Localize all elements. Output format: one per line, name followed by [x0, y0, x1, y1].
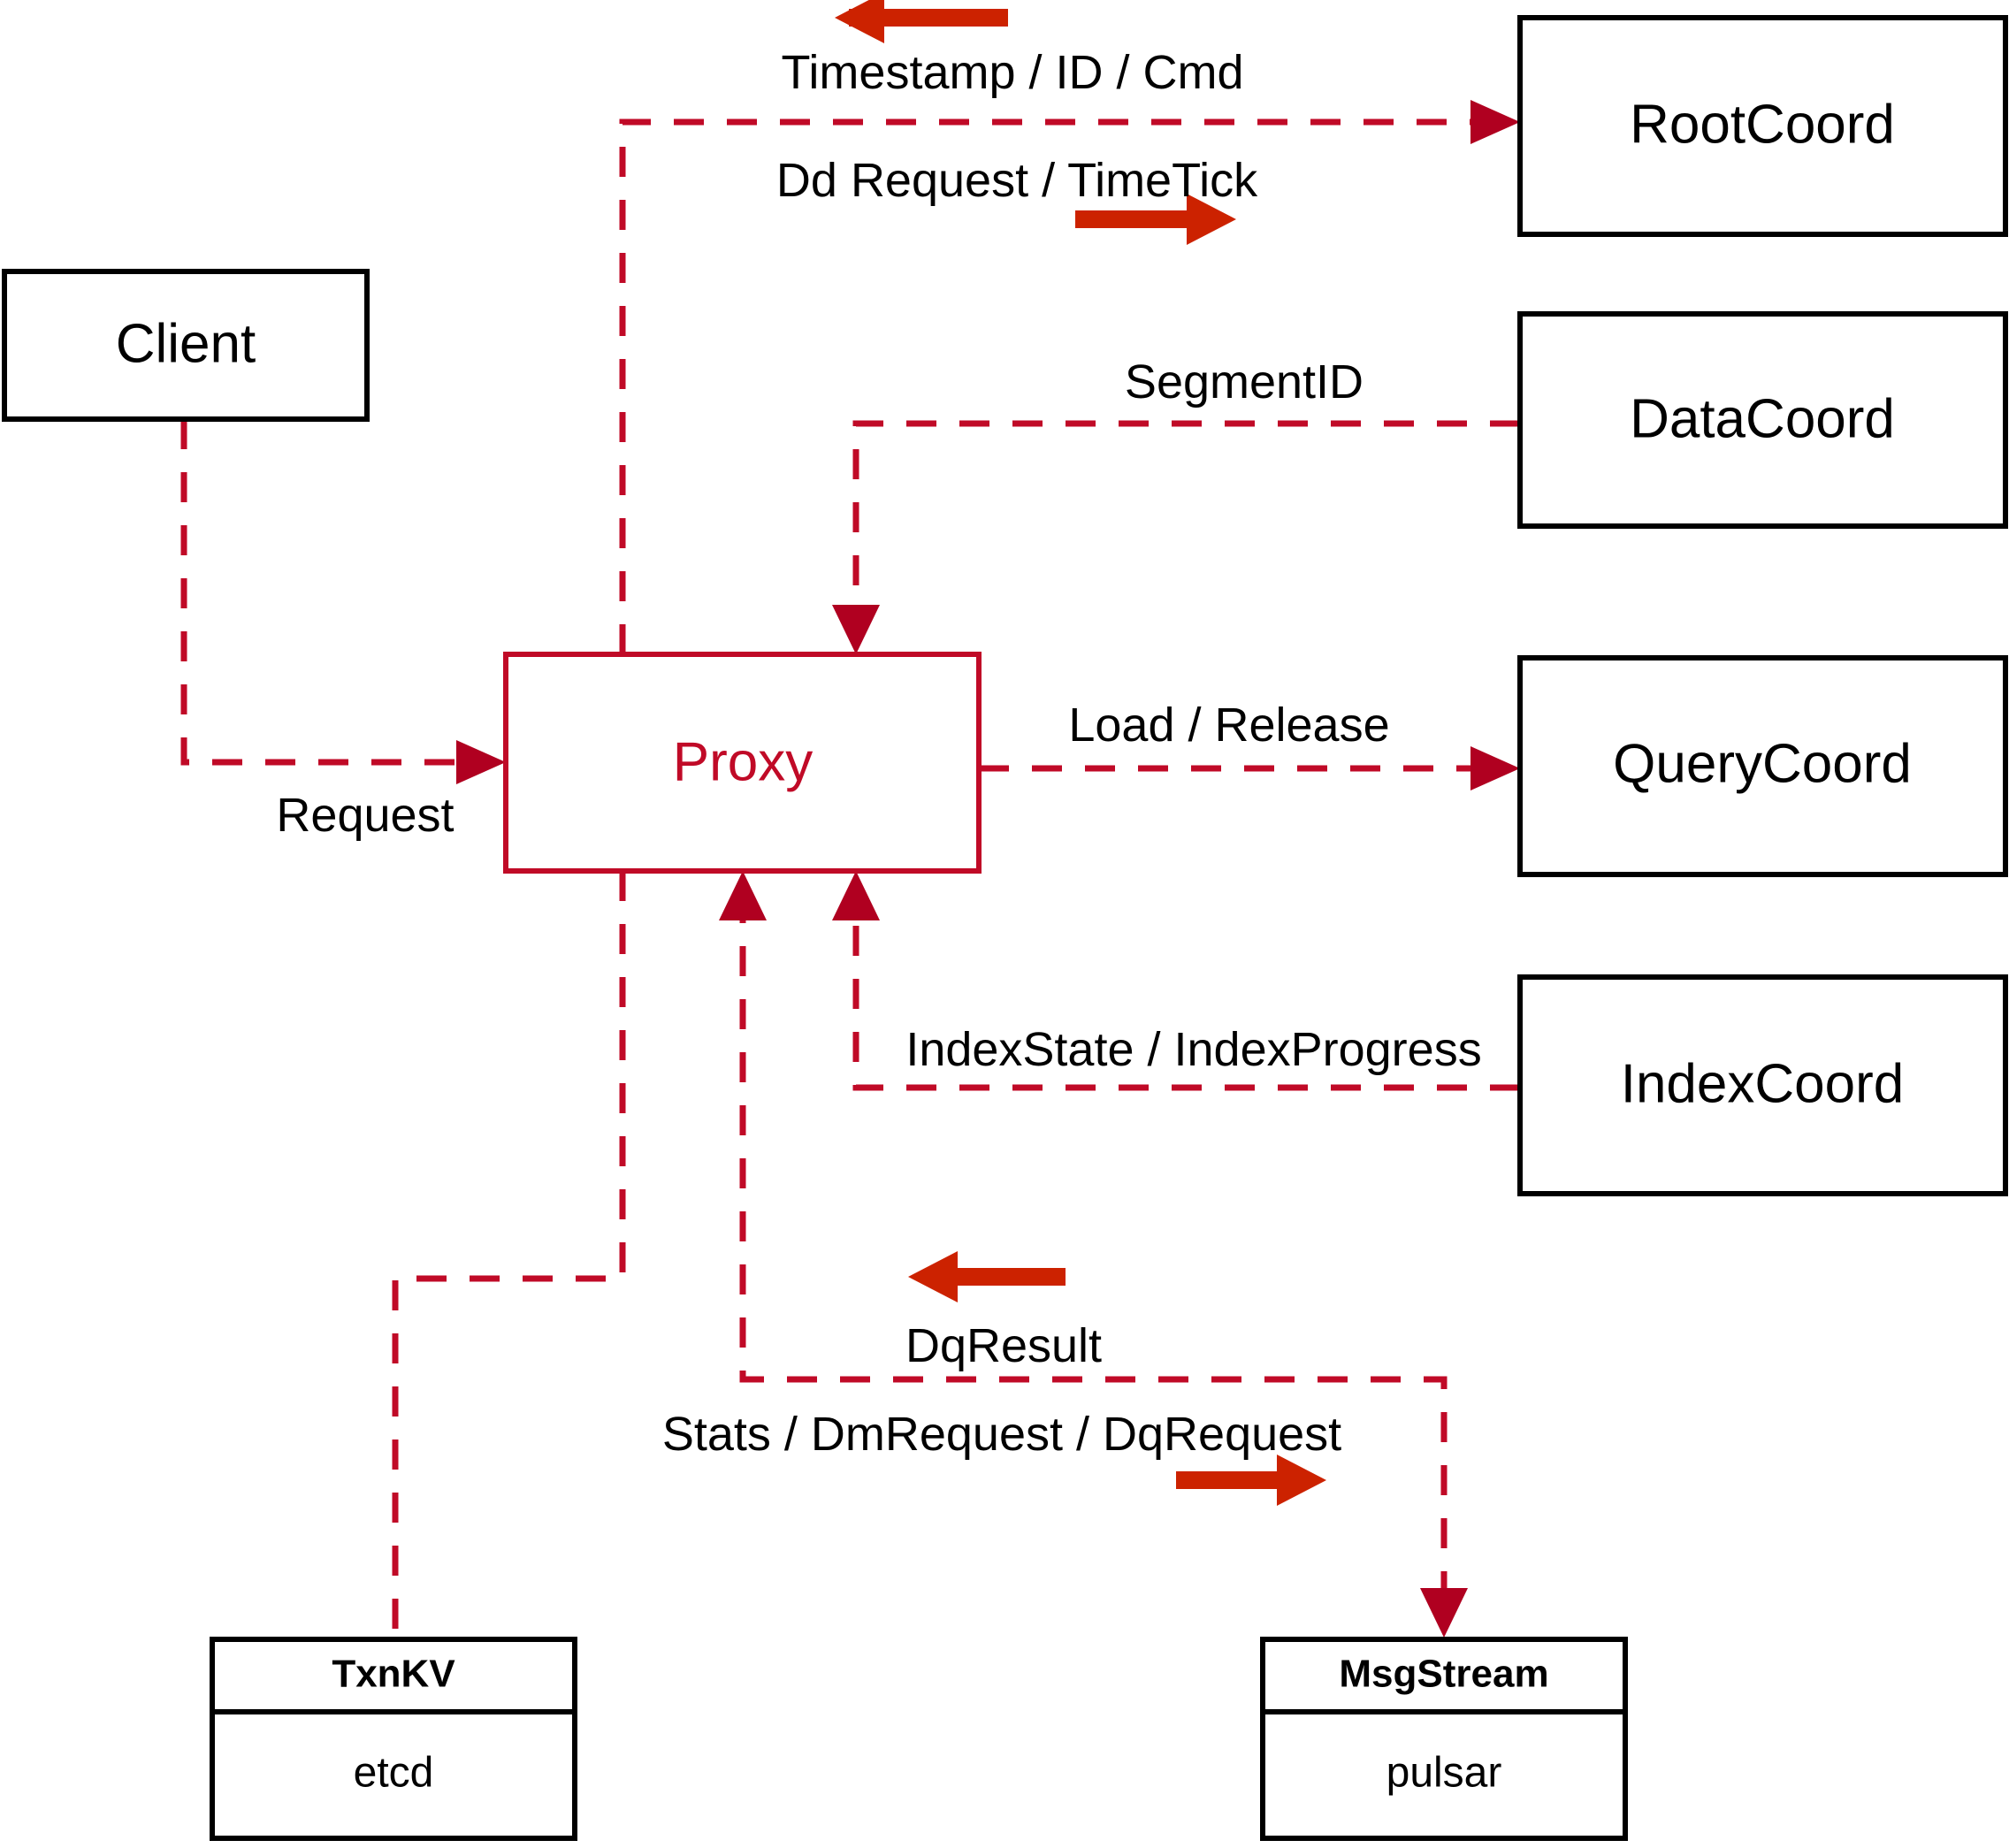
- edge-proxy-to-querycoord: [979, 746, 1520, 790]
- arrow-head-proxy-bottom-right: [832, 871, 880, 920]
- arrow-head-msgstream: [1420, 1588, 1468, 1638]
- direction-arrow-timestamp-left: [835, 0, 1008, 43]
- node-msgstream[interactable]: MsgStream pulsar: [1260, 1637, 1628, 1841]
- node-txnkv-label: TxnKV: [332, 1653, 455, 1696]
- edge-path: [852, 420, 1520, 634]
- edge-label-index-state-progress: IndexState / IndexProgress: [905, 1023, 1481, 1076]
- node-client[interactable]: Client: [2, 269, 370, 422]
- edge-label-stats-dm-dq: Stats / DmRequest / DqRequest: [662, 1408, 1341, 1461]
- direction-arrow-stats-right: [1176, 1455, 1326, 1506]
- edge-path: [739, 893, 1448, 1615]
- edge-path: [392, 871, 626, 1639]
- edge-label-dd-request-timetick: Dd Request / TimeTick: [776, 154, 1258, 207]
- edge-label-segment-id: SegmentID: [1125, 355, 1364, 409]
- edge-label-request: Request: [276, 789, 454, 842]
- edge-label-load-release: Load / Release: [1068, 699, 1389, 752]
- node-datacoord[interactable]: DataCoord: [1517, 311, 2008, 529]
- direction-arrow-ddrequest-right: [1075, 194, 1236, 245]
- node-proxy[interactable]: Proxy: [503, 652, 982, 874]
- edge-path: [619, 118, 1503, 654]
- edge-proxy-to-txnkv: [392, 871, 626, 1639]
- edge-indexcoord-to-proxy: [832, 871, 1520, 1091]
- edge-datacoord-to-proxy: [832, 420, 1520, 654]
- node-indexcoord-label: IndexCoord: [1621, 1053, 1905, 1114]
- direction-arrow-dqresult-left: [908, 1251, 1066, 1302]
- node-rootcoord[interactable]: RootCoord: [1517, 15, 2008, 237]
- edge-label-dq-result: DqResult: [905, 1319, 1102, 1372]
- node-txnkv[interactable]: TxnKV etcd: [210, 1637, 577, 1841]
- node-querycoord-box[interactable]: [1517, 655, 2008, 877]
- node-querycoord[interactable]: QueryCoord: [1517, 655, 2008, 877]
- node-txnkv-sublabel: etcd: [354, 1750, 434, 1797]
- node-msgstream-label: MsgStream: [1339, 1653, 1548, 1696]
- edge-path: [852, 893, 1520, 1091]
- edge-path: [180, 419, 489, 766]
- node-indexcoord[interactable]: IndexCoord: [1517, 974, 2008, 1196]
- node-client-label: Client: [116, 313, 256, 374]
- node-txnkv-box[interactable]: [210, 1637, 577, 1841]
- edge-proxy-to-rootcoord: [619, 100, 1520, 654]
- arrow-head-proxy-top-right: [832, 605, 880, 654]
- node-proxy-box[interactable]: [503, 652, 982, 874]
- arrow-head-querycoord: [1470, 746, 1520, 790]
- node-querycoord-label: QueryCoord: [1613, 733, 1912, 794]
- arrow-head-proxy-bottom-mid: [719, 871, 767, 920]
- node-indexcoord-box[interactable]: [1517, 974, 2008, 1196]
- arrow-head-rootcoord: [1470, 100, 1520, 144]
- node-rootcoord-label: RootCoord: [1630, 94, 1895, 155]
- node-datacoord-label: DataCoord: [1630, 388, 1895, 449]
- node-msgstream-sublabel: pulsar: [1386, 1750, 1502, 1797]
- edge-client-to-proxy: [180, 419, 506, 784]
- arrow-head-proxy-left: [456, 740, 506, 784]
- node-msgstream-box[interactable]: [1260, 1637, 1628, 1841]
- node-proxy-label: Proxy: [673, 731, 813, 792]
- edge-label-timestamp-id-cmd: Timestamp / ID / Cmd: [781, 46, 1243, 99]
- node-client-box[interactable]: [2, 269, 370, 422]
- edge-proxy-to-msgstream: [719, 871, 1468, 1638]
- node-rootcoord-box[interactable]: [1517, 15, 2008, 237]
- node-datacoord-box[interactable]: [1517, 311, 2008, 529]
